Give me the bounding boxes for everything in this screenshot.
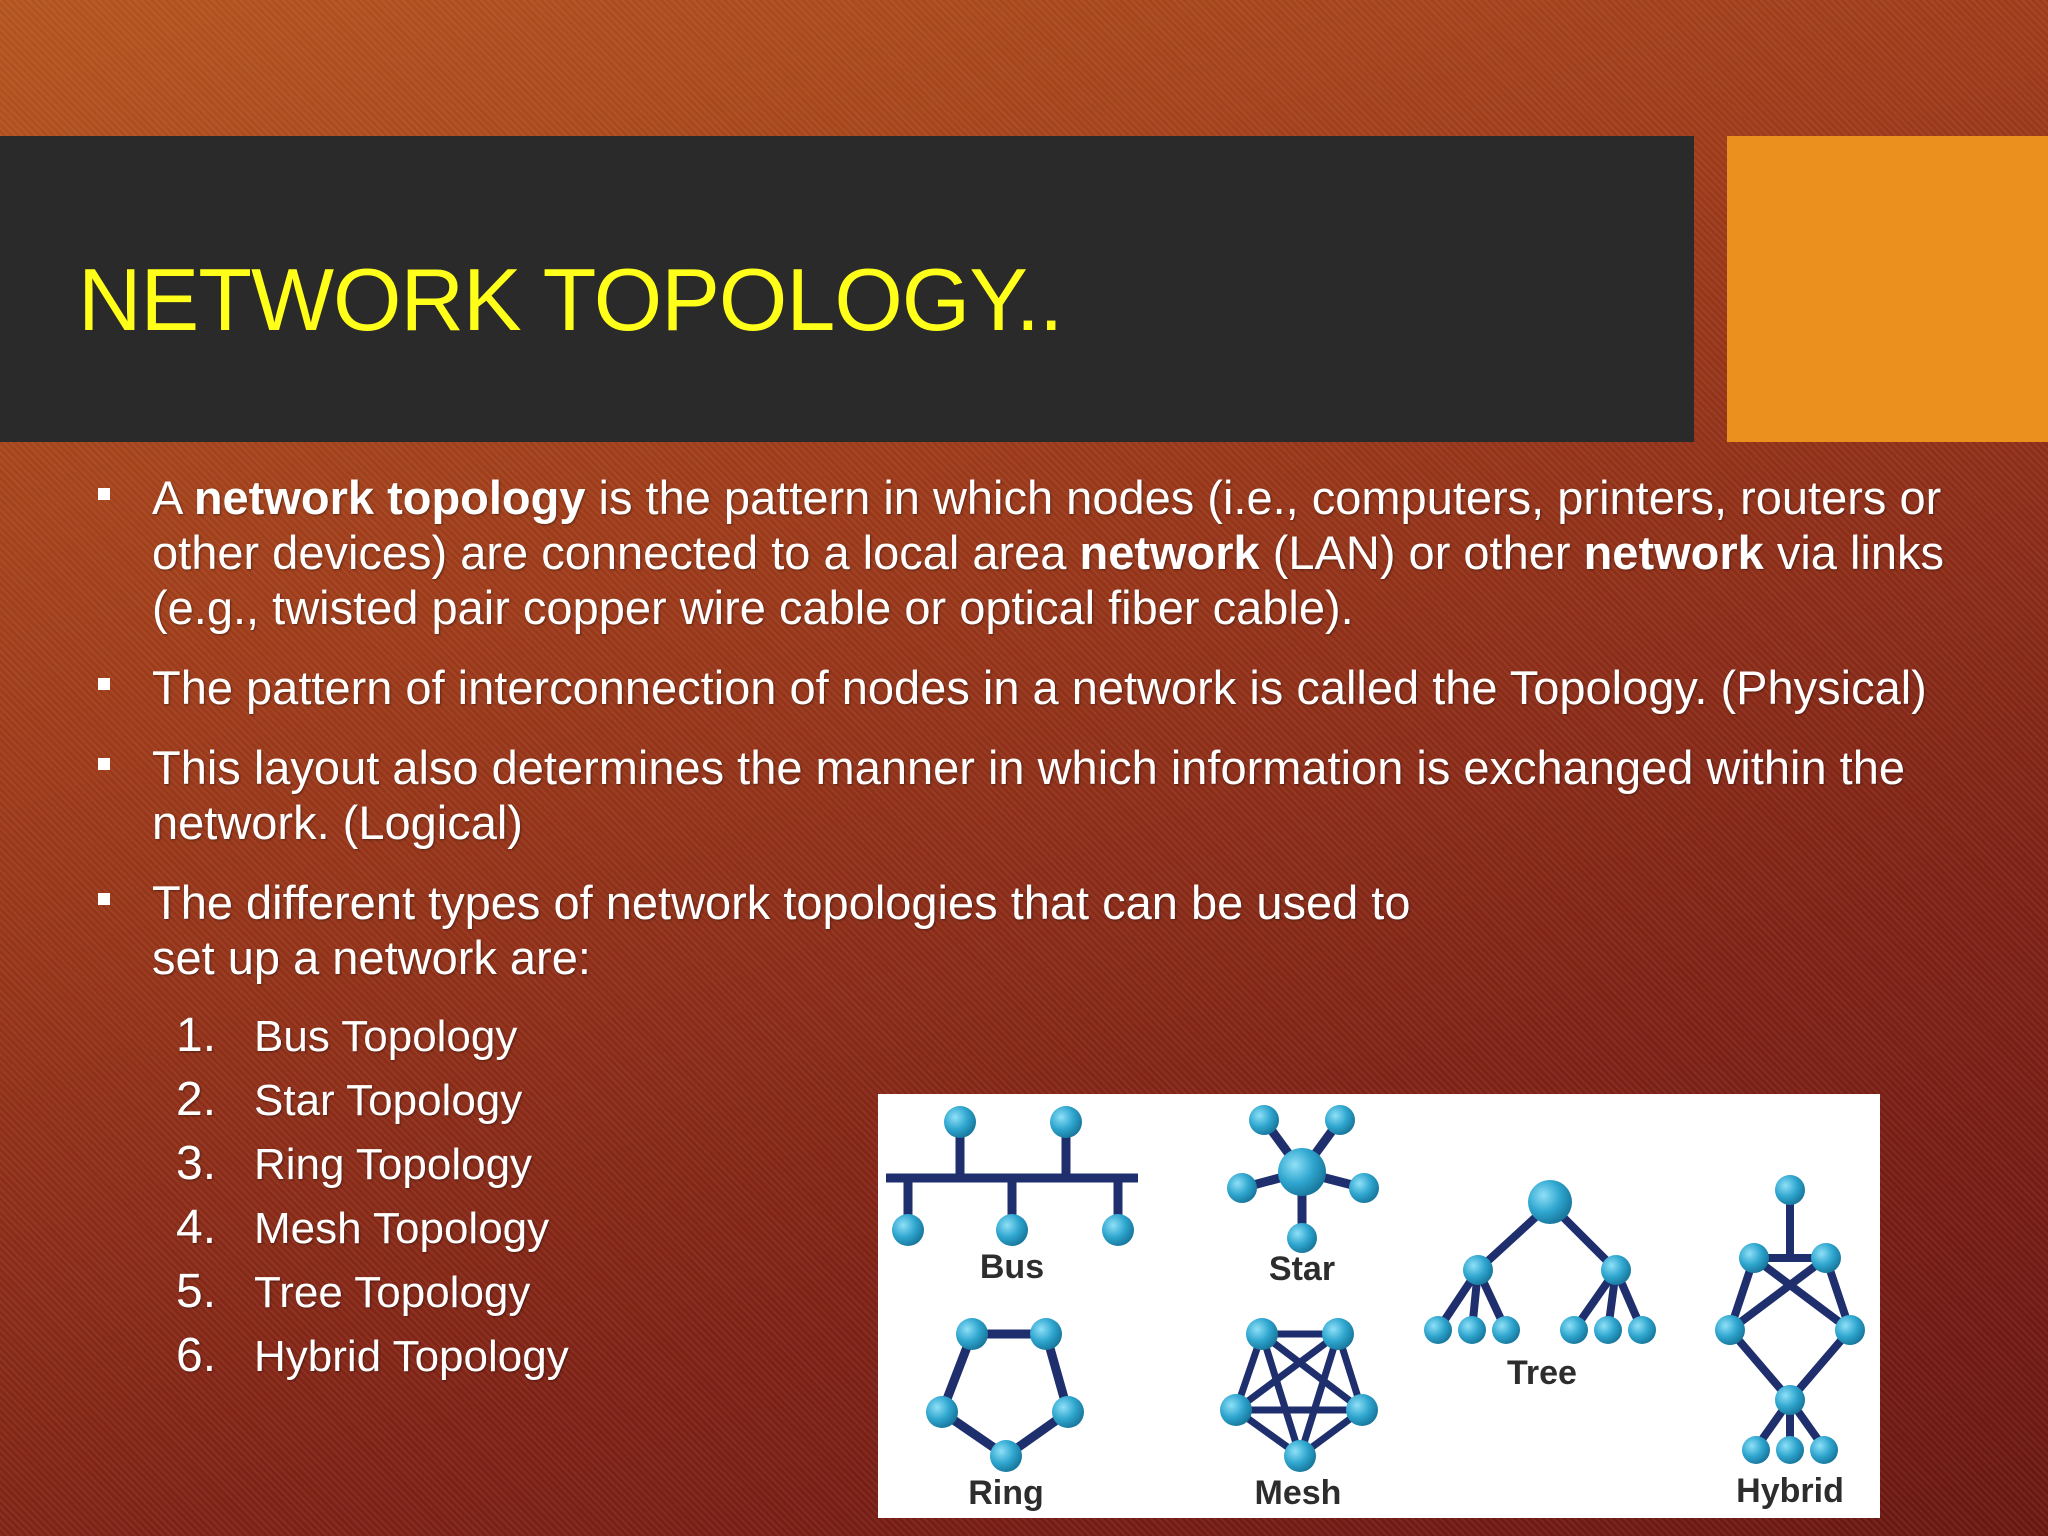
- list-item: 1.Bus Topology: [176, 1009, 518, 1062]
- slide-body: A network topology is the pattern in whi…: [96, 470, 1956, 1388]
- bullet-2-text: The pattern of interconnection of nodes …: [152, 661, 1927, 714]
- hybrid-label: Hybrid: [1736, 1472, 1844, 1510]
- tree-label: Tree: [1507, 1354, 1577, 1392]
- bullet-marker: [98, 893, 110, 905]
- star-label: Star: [1269, 1250, 1335, 1288]
- list-item: 4.Mesh Topology: [176, 1201, 550, 1254]
- accent-block: [1727, 136, 2048, 442]
- list-item: 2.Star Topology: [176, 1073, 523, 1126]
- mesh-label: Mesh: [1255, 1474, 1342, 1512]
- title-bar: [0, 136, 1694, 442]
- bullet-3: This layout also determines the manner i…: [96, 740, 1956, 850]
- topology-diagram: Bus Star Tree: [878, 1094, 1880, 1518]
- list-item: 6.Hybrid Topology: [176, 1329, 569, 1382]
- bullet-marker: [98, 758, 110, 770]
- bullet-2: The pattern of interconnection of nodes …: [96, 660, 1956, 715]
- bullet-4-text: The different types of network topologie…: [152, 876, 1411, 984]
- bullet-marker: [98, 488, 110, 500]
- bullet-3-text: This layout also determines the manner i…: [152, 741, 1905, 849]
- bus-topology-icon: [886, 1124, 1138, 1228]
- topology-list: 1.Bus Topology 2.Star Topology 3.Ring To…: [96, 1004, 1956, 1388]
- ring-topology-icon: [936, 1329, 1074, 1462]
- bullet-1-text: A network topology is the pattern in whi…: [152, 471, 1945, 634]
- bullet-4: The different types of network topologie…: [96, 875, 1956, 985]
- list-item: 3.Ring Topology: [176, 1137, 533, 1190]
- bus-label: Bus: [980, 1248, 1044, 1286]
- ring-label: Ring: [968, 1474, 1044, 1512]
- list-item: 5.Tree Topology: [176, 1265, 531, 1318]
- bullet-1: A network topology is the pattern in whi…: [96, 470, 1956, 635]
- bullet-marker: [98, 678, 110, 690]
- mesh-topology-icon: [1231, 1330, 1367, 1461]
- topology-diagram-svg: Bus Star Tree: [886, 1105, 1865, 1512]
- slide-title: NETWORK TOPOLOGY..: [78, 250, 1063, 349]
